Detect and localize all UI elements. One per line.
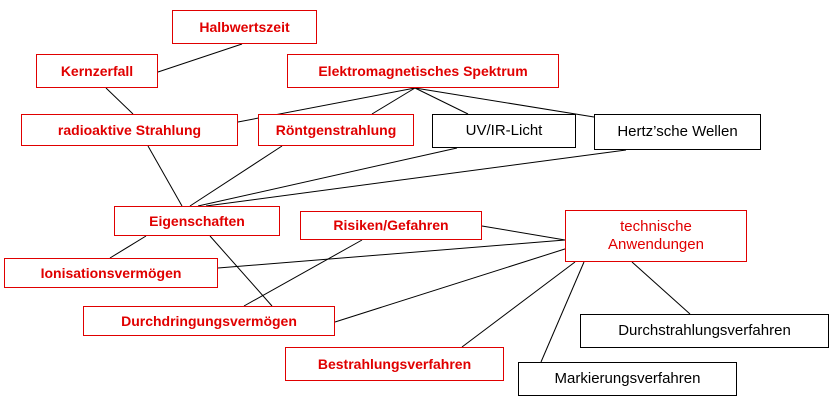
- edge-technische-ionisation: [217, 239, 566, 269]
- node-elektromagnetisches-spektrum: Elektromagnetisches Spektrum: [287, 54, 559, 88]
- edge-eigenschaften-ionisation: [109, 235, 147, 259]
- edge-spektrum-uvir: [414, 87, 469, 115]
- edge-technische-durchstrahlung: [631, 261, 691, 315]
- node-uv-ir-licht-label: UV/IR-Licht: [465, 122, 543, 139]
- edge-spektrum-hertz: [414, 87, 595, 118]
- edge-eigenschaften-durchdringung: [209, 235, 273, 307]
- node-roentgenstrahlung-label: Röntgenstrahlung: [275, 121, 397, 138]
- node-technische-anwendungen-line2: Anwendungen: [608, 236, 704, 253]
- edge-radioaktiv-eigenschaften: [147, 145, 183, 207]
- node-elektromagnetisches-spektrum-label: Elektromagnetisches Spektrum: [318, 62, 528, 79]
- node-uv-ir-licht: UV/IR-Licht: [432, 114, 576, 148]
- edge-spektrum-roentgen: [371, 87, 416, 115]
- node-technische-anwendungen: technische Anwendungen: [565, 210, 747, 262]
- node-radioaktive-strahlung-label: radioaktive Strahlung: [57, 121, 202, 138]
- node-ionisationsvermoegen-label: Ionisationsvermögen: [40, 264, 182, 281]
- node-radioaktive-strahlung: radioaktive Strahlung: [21, 114, 238, 146]
- edge-roentgen-eigenschaften: [189, 145, 283, 207]
- node-hertzsche-wellen: Hertz’sche Wellen: [594, 114, 761, 150]
- node-ionisationsvermoegen: Ionisationsvermögen: [4, 258, 218, 288]
- edge-technische-markierung: [540, 261, 585, 363]
- node-risiken-gefahren: Risiken/Gefahren: [300, 211, 482, 240]
- edge-risiken-durchdringung: [243, 239, 363, 307]
- node-kernzerfall-label: Kernzerfall: [60, 62, 134, 79]
- node-bestrahlungsverfahren-label: Bestrahlungsverfahren: [317, 355, 472, 372]
- node-markierungsverfahren: Markierungsverfahren: [518, 362, 737, 396]
- node-eigenschaften: Eigenschaften: [114, 206, 280, 236]
- edge-technische-bestrahlung: [461, 261, 576, 348]
- edge-kernzerfall-radioaktiv: [105, 87, 134, 115]
- node-durchdringungsvermoegen-label: Durchdringungsvermögen: [121, 312, 297, 329]
- node-risiken-gefahren-label: Risiken/Gefahren: [333, 217, 449, 234]
- node-hertzsche-wellen-label: Hertz’sche Wellen: [617, 123, 738, 140]
- node-markierungsverfahren-label: Markierungsverfahren: [554, 370, 701, 387]
- node-durchstrahlungsverfahren-label: Durchstrahlungsverfahren: [618, 322, 791, 339]
- node-halbwertszeit: Halbwertszeit: [172, 10, 317, 44]
- edge-technische-durchdringung: [334, 247, 569, 323]
- edge-hertz-eigenschaften: [205, 149, 627, 207]
- edge-uvir-eigenschaften: [197, 147, 458, 207]
- node-technische-anwendungen-line1: technische: [620, 218, 692, 235]
- node-halbwertszeit-label: Halbwertszeit: [199, 18, 290, 35]
- node-eigenschaften-label: Eigenschaften: [149, 212, 245, 229]
- node-bestrahlungsverfahren: Bestrahlungsverfahren: [285, 347, 504, 381]
- edge-kernzerfall-halbwertszeit: [157, 43, 243, 73]
- edge-risiken-technische: [481, 225, 566, 241]
- node-durchstrahlungsverfahren: Durchstrahlungsverfahren: [580, 314, 829, 348]
- node-durchdringungsvermoegen: Durchdringungsvermögen: [83, 306, 335, 336]
- node-roentgenstrahlung: Röntgenstrahlung: [258, 114, 414, 146]
- node-kernzerfall: Kernzerfall: [36, 54, 158, 88]
